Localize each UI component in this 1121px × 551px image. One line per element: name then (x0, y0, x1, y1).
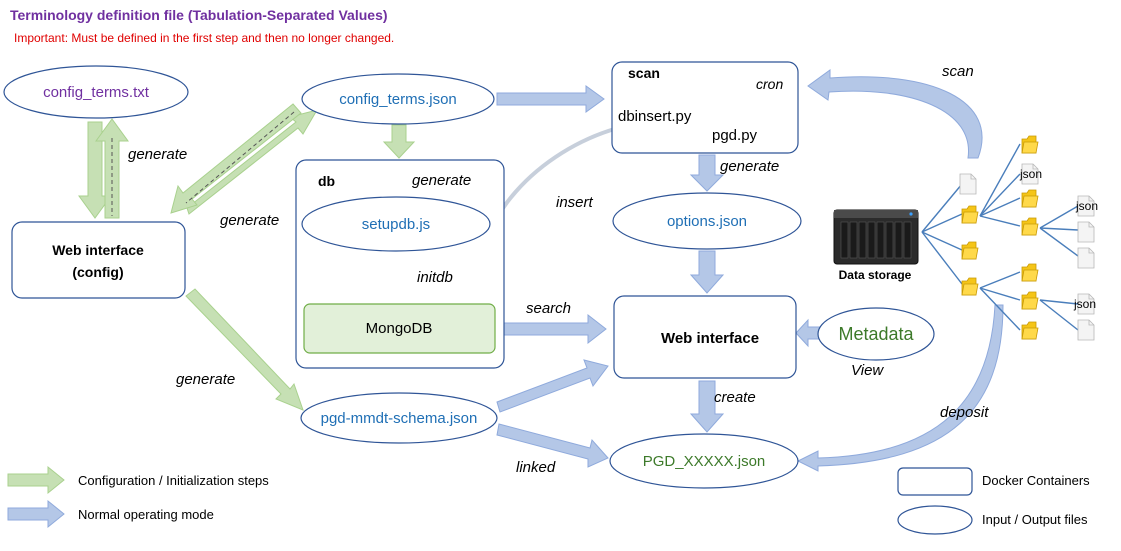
edge-label-generate-schema: generate (176, 371, 235, 388)
setupdb-node[interactable] (301, 196, 491, 252)
metadata-node[interactable] (817, 307, 935, 361)
edge-label-search: search (526, 300, 571, 317)
legend-green-arrow (7, 465, 65, 495)
folder-icon (1021, 321, 1039, 340)
legend-box-label: Docker Containers (982, 473, 1090, 488)
pgd-schema-label: pgd-mmdt-schema.json (321, 410, 478, 427)
dbinsert-label: dbinsert.py (618, 108, 692, 125)
header-subtitle: Important: Must be defined in the first … (14, 31, 394, 45)
legend-ellipse-symbol (897, 505, 973, 535)
config-terms-txt-node[interactable] (3, 65, 189, 119)
arrow-metadata-view (795, 318, 821, 348)
db-label: db (318, 173, 335, 189)
edge-label-create: create (714, 389, 756, 406)
file-icon (1077, 247, 1095, 269)
folder-icon (1021, 189, 1039, 208)
options-json-node[interactable] (612, 192, 802, 250)
folder-icon (961, 241, 979, 260)
edge-label-linked: linked (516, 459, 556, 476)
pgd-xxxxx-node[interactable] (609, 433, 799, 489)
legend-blue-label: Normal operating mode (78, 507, 214, 522)
web-interface-box[interactable] (613, 295, 797, 379)
dashed-sync-line-json (185, 111, 295, 204)
curved-arrow-scan (807, 69, 983, 159)
metadata-label: Metadata (838, 324, 914, 344)
config-terms-json-node[interactable] (301, 73, 495, 125)
legend-box-symbol (897, 467, 973, 496)
legend-blue-arrow (7, 499, 65, 529)
arrow-scan-to-options (689, 154, 725, 192)
arrow-json-to-db (382, 124, 416, 159)
data-storage-label: Data storage (839, 268, 912, 282)
legend-ellipse-label: Input / Output files (982, 512, 1088, 527)
arrow-config-to-json (186, 109, 319, 215)
legend-green-label: Configuration / Initialization steps (78, 473, 269, 488)
edge-label-generate-db: generate (412, 172, 471, 189)
web-config-label-2: (config) (72, 264, 123, 280)
folder-icon (1021, 135, 1039, 154)
web-config-label-1: Web interface (52, 242, 144, 258)
edge-label-generate-json: generate (220, 212, 279, 229)
config-terms-json-label: config_terms.json (339, 91, 457, 108)
edge-label-scan: scan (942, 63, 974, 80)
file-icon (1077, 319, 1095, 341)
arrow-schema-linked (496, 423, 609, 468)
edge-label-generate-options: generate (720, 158, 779, 175)
mongodb-label: MongoDB (366, 320, 433, 337)
file-icon (959, 173, 977, 195)
edge-label-view: View (851, 362, 884, 379)
edge-label-deposit: deposit (940, 404, 989, 421)
tree-json-label-3: json (1073, 297, 1096, 311)
mongodb-box[interactable] (303, 303, 496, 354)
folder-icon (1021, 263, 1039, 282)
web-interface-label: Web interface (661, 330, 759, 347)
arrow-config-to-schema (185, 288, 304, 411)
edge-label-initdb: initdb (417, 269, 453, 286)
arrow-json-to-scan (496, 85, 605, 113)
curved-arrow-deposit (796, 304, 1004, 472)
arrow-schema-to-web (496, 359, 609, 413)
folder-icon (1021, 217, 1039, 236)
setupdb-label: setupdb.js (362, 216, 430, 233)
nas-icon (833, 209, 919, 265)
arrow-json-to-config (170, 103, 302, 214)
pgd-schema-node[interactable] (300, 392, 498, 444)
pgd-xxxxx-label: PGD_XXXXX.json (643, 453, 766, 470)
edge-label-insert: insert (556, 194, 594, 211)
pgd-py-label: pgd.py (712, 127, 758, 144)
arrow-options-to-web (689, 250, 725, 294)
web-config-box[interactable] (11, 221, 186, 299)
cron-label: cron (756, 76, 783, 92)
file-icon (1077, 221, 1095, 243)
options-json-label: options.json (667, 213, 747, 230)
file-tree (921, 143, 1079, 331)
tree-json-label-2: json (1075, 199, 1098, 213)
tree-json-label-1: json (1019, 167, 1042, 181)
edge-label-generate-txt: generate (128, 146, 187, 163)
header-title: Terminology definition file (Tabulation-… (10, 7, 388, 23)
config-terms-txt-label: config_terms.txt (43, 84, 150, 101)
folder-icon (961, 277, 979, 296)
arrow-web-create (689, 380, 725, 433)
arrow-mongo-search (496, 313, 607, 345)
scan-container[interactable] (611, 61, 799, 154)
scan-label: scan (628, 65, 660, 81)
folder-icon (961, 205, 979, 224)
folder-icon (1021, 291, 1039, 310)
